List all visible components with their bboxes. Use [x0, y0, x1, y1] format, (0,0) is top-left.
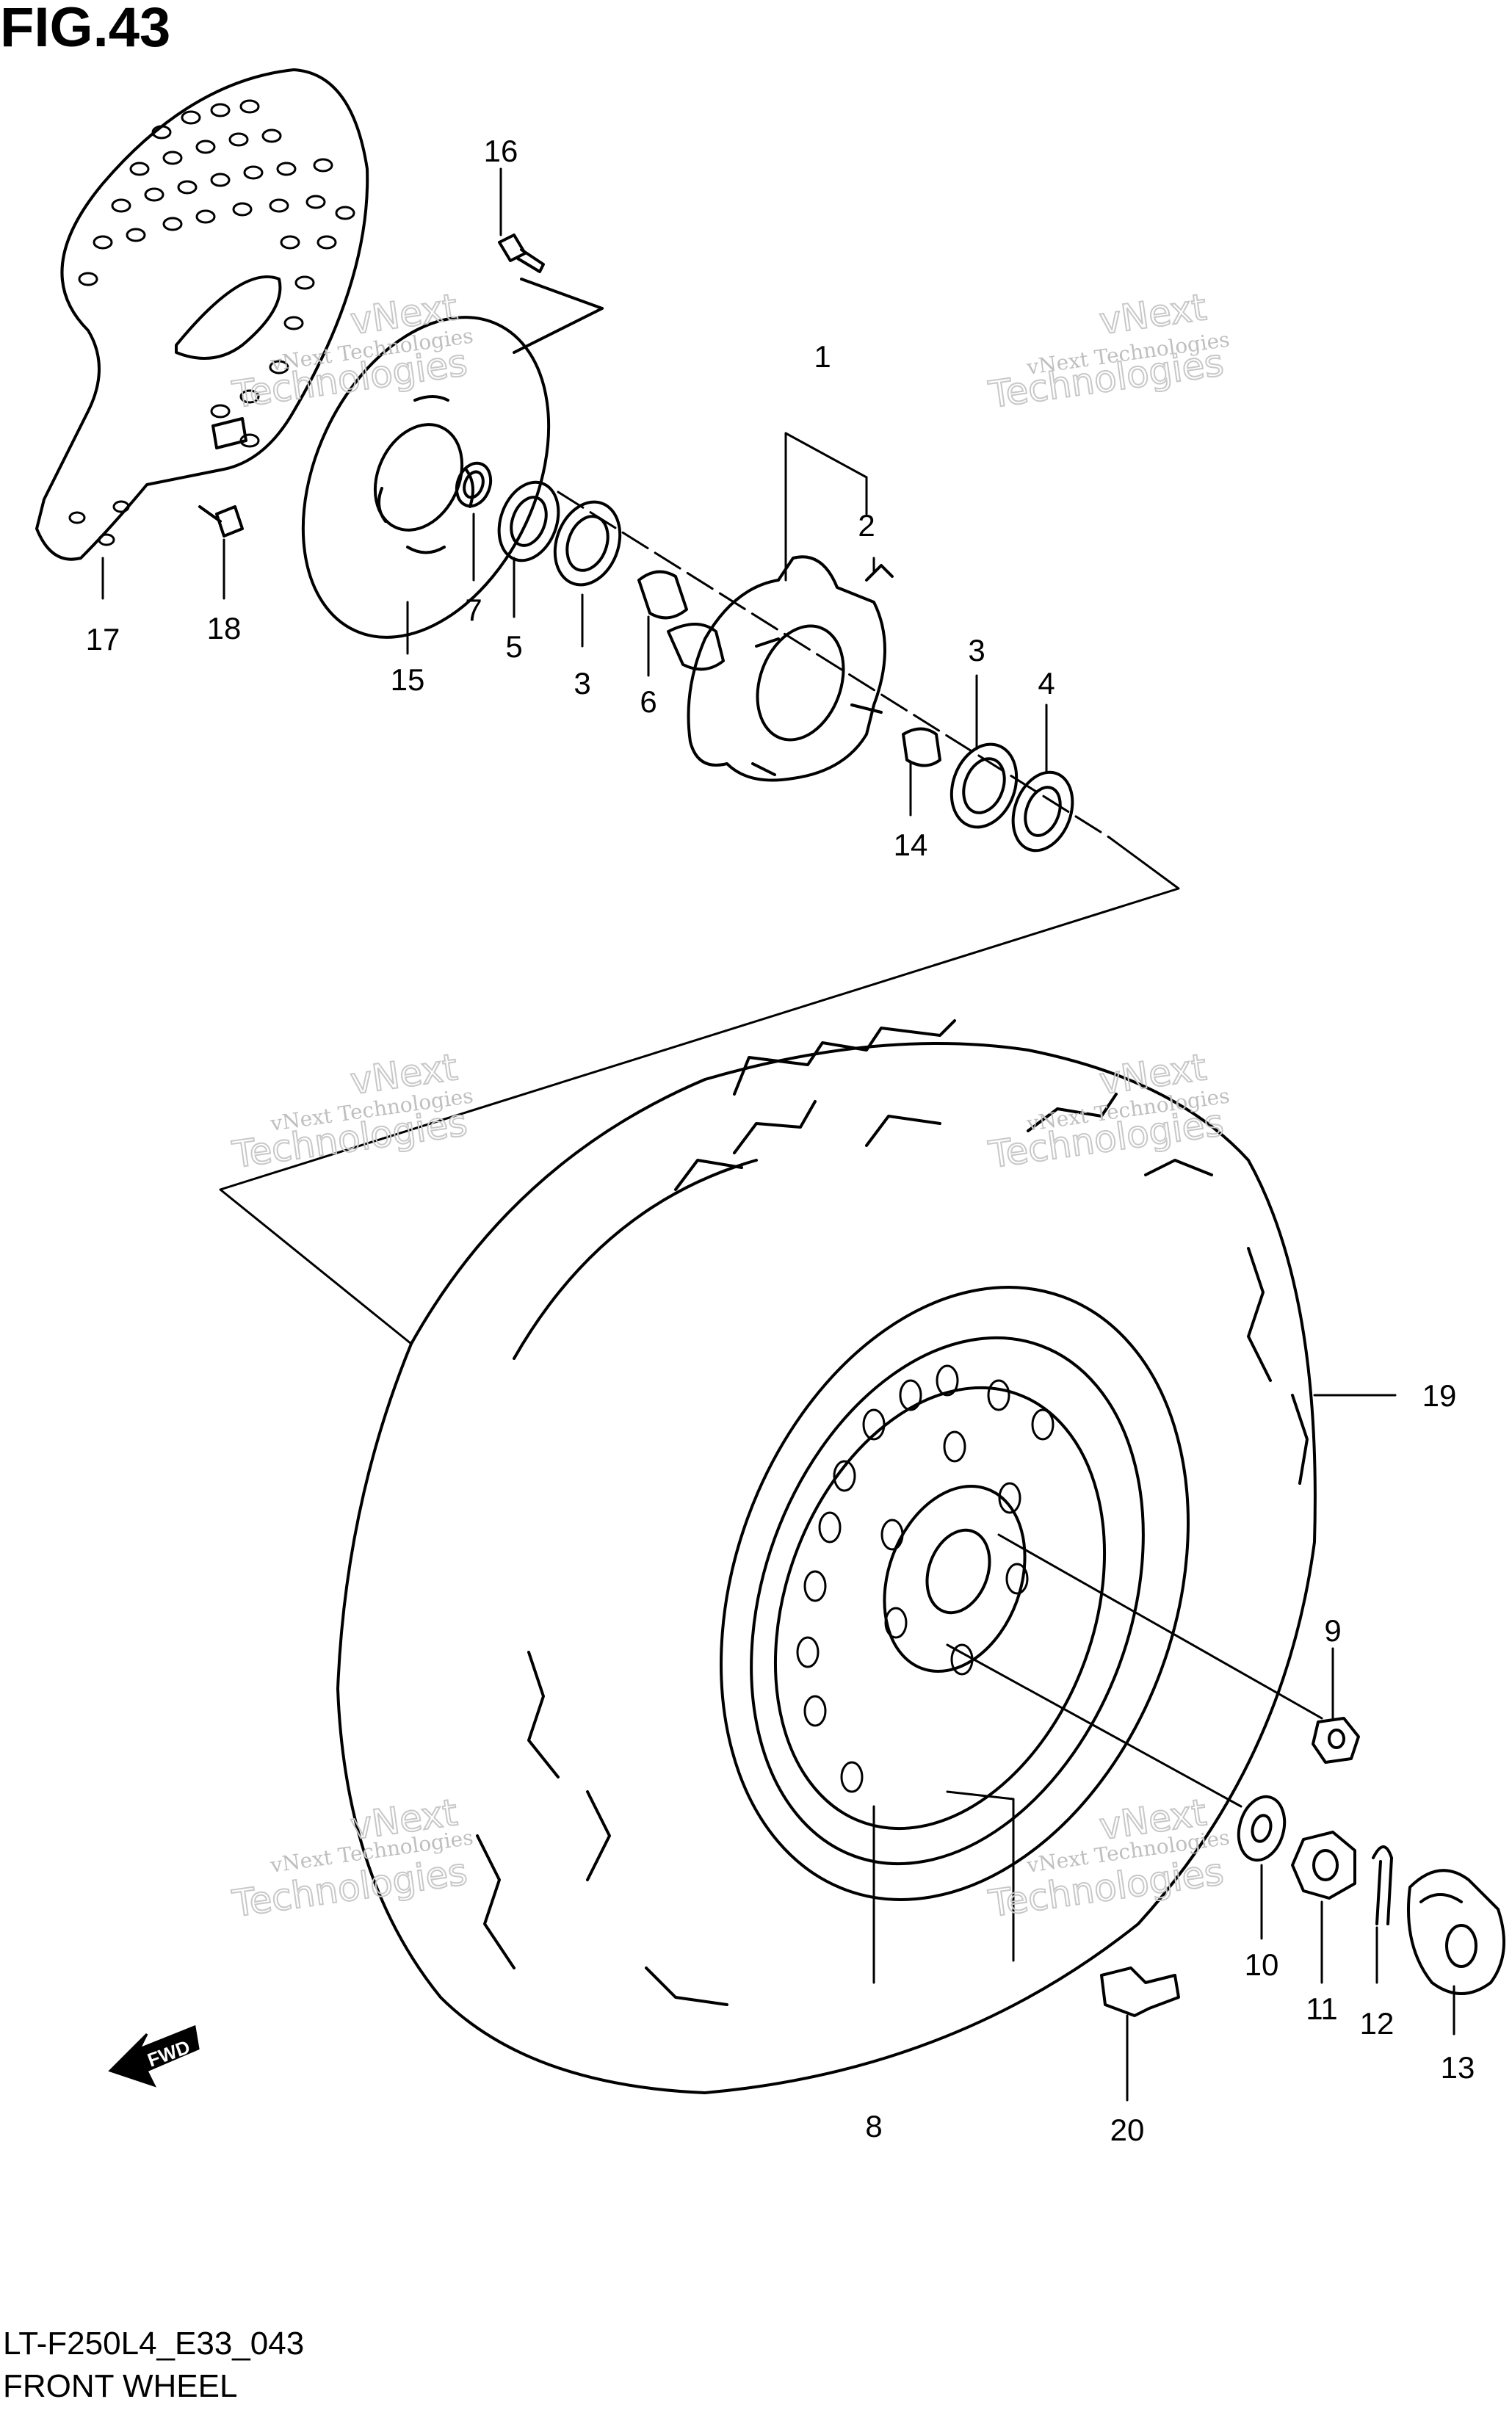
bolt-16 — [498, 234, 604, 354]
callout-3b: 3 — [968, 633, 985, 667]
callout-8: 8 — [865, 2109, 882, 2143]
callout-20: 20 — [1110, 2113, 1145, 2147]
callout-7: 7 — [465, 593, 482, 627]
callout-17: 17 — [86, 622, 120, 656]
callout-18: 18 — [207, 611, 242, 645]
callout-2: 2 — [858, 508, 875, 543]
callout-6: 6 — [640, 684, 656, 719]
callout-5: 5 — [505, 629, 522, 664]
hub-cap-13 — [1407, 1869, 1505, 1995]
callout-1: 1 — [814, 339, 831, 374]
bolt-18 — [198, 505, 244, 538]
castle-nut-11 — [1291, 1831, 1356, 1900]
spacer-7 — [455, 461, 493, 508]
fwd-arrow: FWD — [108, 2024, 200, 2088]
seal-4 — [1011, 770, 1074, 853]
diagram-name: FRONT WHEEL — [3, 2368, 238, 2404]
callout-16: 16 — [484, 134, 518, 168]
bearing-3-right — [949, 742, 1019, 829]
spacer-6 — [637, 570, 688, 620]
callout-4: 4 — [1038, 666, 1055, 701]
callout-19: 19 — [1422, 1378, 1457, 1413]
cotter-pin-12 — [1372, 1845, 1393, 1925]
brake-disc-cover — [35, 68, 369, 561]
diagram-code: LT-F250L4_E33_043 — [3, 2326, 305, 2362]
callout-9: 9 — [1324, 1613, 1341, 1648]
washer-10 — [1237, 1795, 1287, 1862]
wheel-rim — [720, 1286, 1190, 1901]
valve-20 — [1100, 1966, 1180, 2017]
callout-3: 3 — [574, 666, 590, 701]
callout-11: 11 — [1306, 1991, 1338, 2026]
callout-15: 15 — [391, 662, 425, 697]
seal-5 — [497, 480, 560, 562]
nut-9 — [1312, 1717, 1360, 1764]
front-tire — [336, 1019, 1317, 2094]
spacer-14 — [902, 727, 941, 767]
callout-10: 10 — [1245, 1947, 1279, 1982]
figure-title: FIG.43 — [0, 0, 171, 59]
brake-disc — [301, 316, 551, 639]
fwd-label: FWD — [145, 2036, 193, 2071]
callout-12: 12 — [1360, 2006, 1395, 2041]
callout-13: 13 — [1441, 2050, 1475, 2085]
callout-14: 14 — [894, 828, 928, 862]
wheel-hub — [667, 555, 894, 782]
